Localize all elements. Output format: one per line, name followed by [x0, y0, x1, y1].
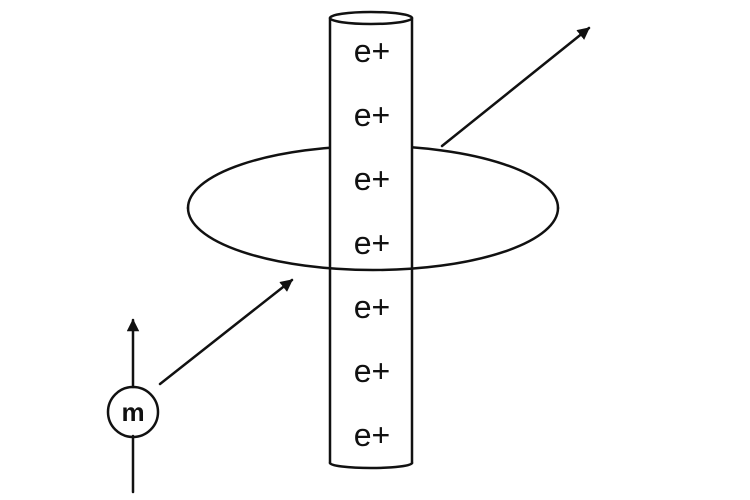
charge-label: e+ [354, 97, 390, 133]
charge-label: e+ [354, 33, 390, 69]
charge-label: e+ [354, 161, 390, 197]
cylinder-bottom-cap [328, 461, 414, 470]
charge-label: e+ [354, 225, 390, 261]
incoming-trajectory-arrow [158, 278, 294, 386]
particle-circle [106, 385, 160, 439]
cylinder-top-cap [328, 10, 414, 26]
charge-label: e+ [354, 353, 390, 389]
charge-labels: e+ e+ e+ e+ e+ e+ e+ [354, 33, 390, 453]
outgoing-trajectory-arrow [440, 26, 591, 148]
charge-label: e+ [354, 289, 390, 325]
particle-label: m [121, 397, 144, 427]
charge-label: e+ [354, 417, 390, 453]
cylinder-fill [330, 18, 412, 463]
ring-front-arc [186, 206, 560, 272]
